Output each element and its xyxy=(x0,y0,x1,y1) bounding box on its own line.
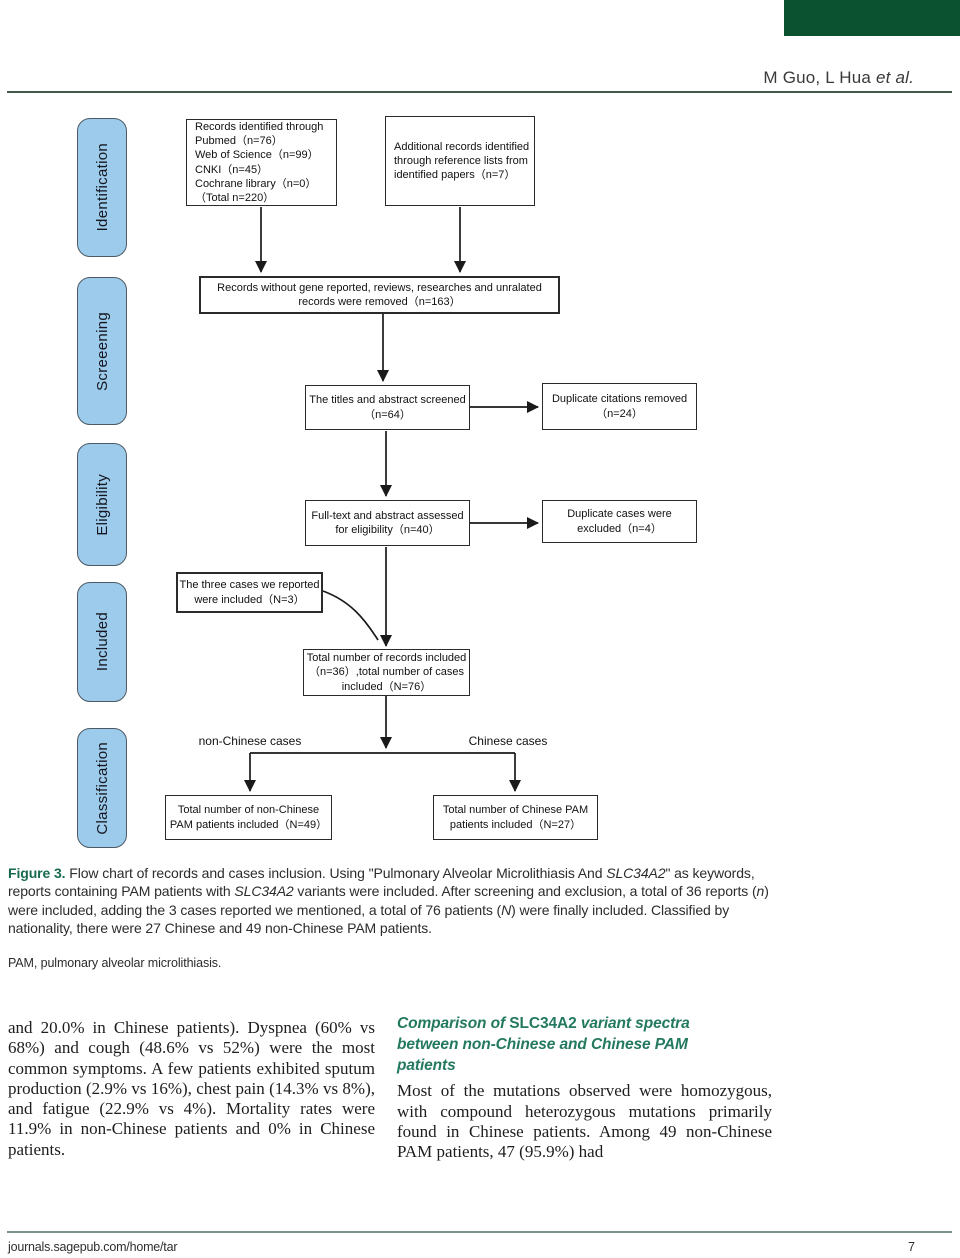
flow-box-duplicate-cases: Duplicate cases were excluded（n=4） xyxy=(542,500,697,543)
brand-color-bar xyxy=(784,0,960,36)
flow-box-three-cases: The three cases we reported were include… xyxy=(176,572,323,613)
box-line: Web of Science（n=99） xyxy=(195,149,319,162)
caption-text: variants were included. After screening … xyxy=(293,883,757,900)
footer-rule xyxy=(7,1231,952,1233)
curve-three-cases-to-total xyxy=(322,590,379,641)
box-line: were included（N=3） xyxy=(194,593,305,606)
body-column-right: Comparison of SLC34A2 variant spectra be… xyxy=(397,1014,772,1163)
caption-n-italic: n xyxy=(756,883,765,900)
box-line: Cochrane library（n=0） xyxy=(195,177,317,190)
box-line: identified papers（n=7） xyxy=(394,169,516,182)
box-line: The three cases we reported xyxy=(179,579,320,592)
figure-label: Figure 3. xyxy=(8,865,66,881)
stage-classification-label: Classification xyxy=(93,741,111,835)
footer-page-number: 7 xyxy=(908,1240,915,1254)
caption-gene-italic: SLC34A2 xyxy=(606,865,666,881)
box-line: through reference lists from xyxy=(394,154,528,167)
stage-identification: Identification xyxy=(77,118,127,257)
heading-gene-upright: SLC34A2 xyxy=(509,1015,577,1032)
box-line: Records identified through xyxy=(195,120,324,133)
running-head-authors: M Guo, L Hua et al. xyxy=(763,68,914,88)
caption-text: ) were included, adding the 3 cases repo… xyxy=(8,883,769,918)
box-line: records were removed（n=163） xyxy=(298,296,461,308)
body-column-left: and 20.0% in Chinese patients). Dyspnea … xyxy=(8,1018,375,1160)
box-line: Duplicate citations removed xyxy=(551,393,688,406)
caption-N-italic: N xyxy=(501,901,512,918)
box-line: excluded（n=4） xyxy=(577,522,662,535)
footer-journal-url: journals.sagepub.com/home/tar xyxy=(8,1240,178,1254)
box-line: The titles and abstract screened xyxy=(309,394,466,407)
figure-caption: Figure 3. Flow chart of records and case… xyxy=(8,864,774,938)
flow-box-chinese-total: Total number of Chinese PAM patients inc… xyxy=(433,795,598,840)
stage-included-label: Included xyxy=(93,612,111,672)
authors-etal: et al. xyxy=(875,68,914,87)
flow-box-titles-screened: The titles and abstract screened （n=64） xyxy=(305,385,470,430)
box-line: （n=24） xyxy=(596,407,643,420)
box-line: Total number of Chinese PAM xyxy=(442,804,589,817)
stage-eligibility-label: Eligibility xyxy=(93,473,111,536)
header-rule xyxy=(7,91,952,93)
box-line: for eligibility（n=40） xyxy=(335,524,440,536)
box-line: Records without gene reported, reviews, … xyxy=(217,281,542,294)
box-line: Pubmed（n=76） xyxy=(195,135,283,148)
box-line: Additional records identified xyxy=(394,140,530,153)
stage-identification-label: Identification xyxy=(93,143,111,232)
caption-text: " as keywords, reports containing PAM pa… xyxy=(8,865,755,900)
figure3-flowchart: Identification Screeening Eligibility In… xyxy=(77,116,697,848)
flow-box-additional-records: Additional records identified through re… xyxy=(385,116,535,206)
flow-box-records-removed: Records without gene reported, reviews, … xyxy=(199,276,560,314)
flow-box-fulltext-assessed: Full-text and abstract assessed for elig… xyxy=(305,500,470,546)
stage-screening: Screeening xyxy=(77,277,127,425)
heading-italic: variant spectra between non-Chinese and … xyxy=(397,1015,690,1074)
right-paragraph: Most of the mutations observed were homo… xyxy=(397,1081,772,1162)
box-line: CNKI（n=45） xyxy=(195,163,269,176)
branch-label-non-chinese: non-Chinese cases xyxy=(198,734,302,748)
stage-screening-label: Screeening xyxy=(93,311,111,391)
left-paragraph: and 20.0% in Chinese patients). Dyspnea … xyxy=(8,1018,375,1159)
stage-included: Included xyxy=(77,582,127,702)
box-line: included（N=76） xyxy=(341,680,432,693)
authors-text: M Guo, L Hua xyxy=(763,68,876,87)
box-line: PAM patients included（N=49） xyxy=(169,818,328,831)
caption-text: ) were finally included. Classified by n… xyxy=(8,901,730,937)
flow-box-records-identified: Records identified through Pubmed（n=76） … xyxy=(186,119,337,206)
box-line: Duplicate cases were xyxy=(567,508,672,521)
box-line: （n=36）,total number of cases xyxy=(309,666,464,679)
box-line: （n=64） xyxy=(364,408,411,421)
branch-label-chinese: Chinese cases xyxy=(468,734,548,748)
box-line: Total number of non-Chinese xyxy=(177,804,320,817)
caption-gene-italic: SLC34A2 xyxy=(234,883,294,900)
box-line: patients included（N=27） xyxy=(449,818,582,831)
section-heading: Comparison of SLC34A2 variant spectra be… xyxy=(397,1014,697,1076)
caption-footnote: PAM, pulmonary alveolar microlithiasis. xyxy=(8,956,222,970)
heading-italic: Comparison of xyxy=(397,1015,510,1032)
flow-box-duplicate-citations: Duplicate citations removed （n=24） xyxy=(542,383,697,430)
stage-classification: Classification xyxy=(77,728,127,848)
box-line: （Total n=220） xyxy=(195,191,275,204)
flow-box-non-chinese-total: Total number of non-Chinese PAM patients… xyxy=(165,795,332,840)
stage-eligibility: Eligibility xyxy=(77,443,127,566)
flow-box-total-included: Total number of records included （n=36）,… xyxy=(303,649,470,696)
box-line: Full-text and abstract assessed xyxy=(311,509,464,522)
box-line: Total number of records included xyxy=(306,652,467,665)
caption-text: Flow chart of records and cases inclusio… xyxy=(65,865,607,881)
